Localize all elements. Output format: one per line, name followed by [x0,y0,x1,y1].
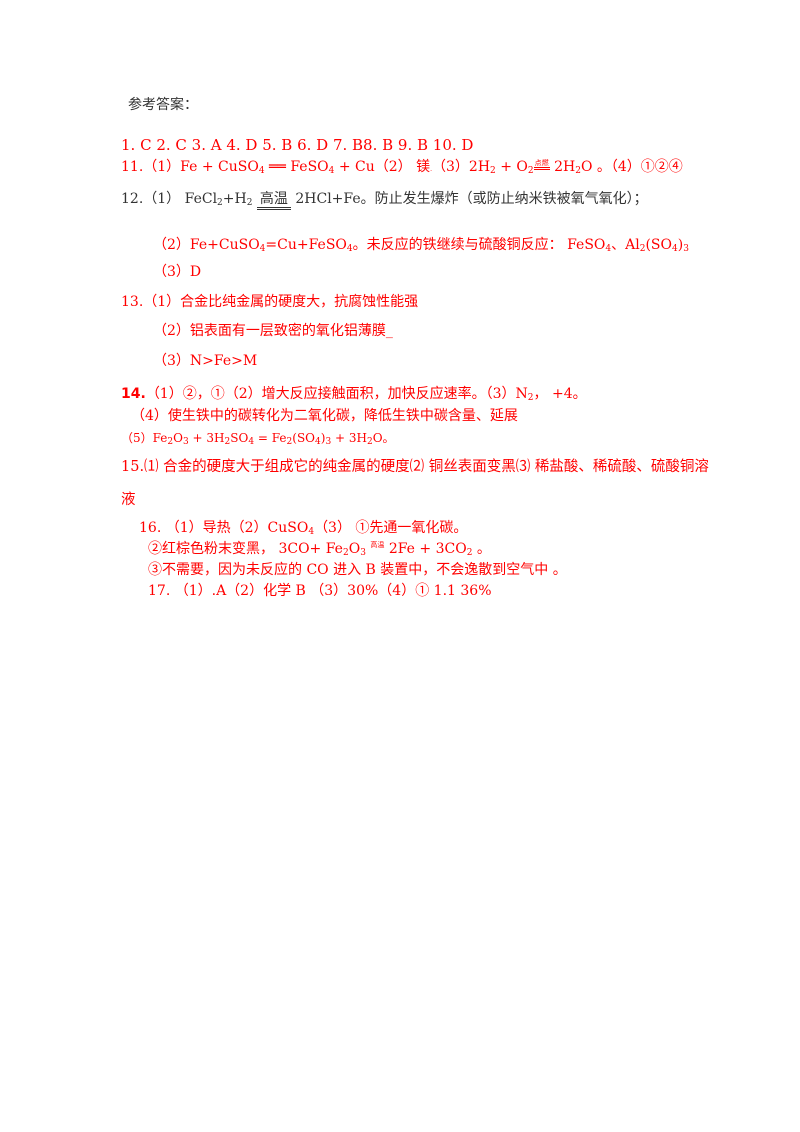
answer-12-part1: 12.（1） FeCl2+H2 高温 2HCl+Fe。防止发生爆炸（或防止纳米铁… [121,191,648,210]
answer-16-part2: ②红棕色粉末变黑， 3CO+ Fe2O3 高温 2Fe + 3CO2 。 [148,541,491,558]
answer-15-part1: 15.⑴ 合金的硬度大于组成它的纯金属的硬度⑵ 铜丝表面变黑⑶ 稀盐酸、稀硫酸、… [121,459,709,475]
answer-15-part2: 液 [121,492,136,508]
answer-13-part3: （3）N>Fe>M [153,353,258,369]
reaction-condition-high-temp: 高温 [370,541,385,549]
answer-12-part3: （3）D [153,264,202,280]
answer-16-part3: ③不需要，因为未反应的 CO 进入 B 装置中，不会逸散到空气中 。 [148,562,567,578]
answer-14-part1: 14.（1）②，①（2）增大反应接触面积，加快反应速率。（3）N2， +4。 [121,386,587,403]
answer-13-part2: （2）铝表面有一层致密的氧化铝薄膜_ [153,323,393,339]
answer-14-part3: （5）Fe2O3 + 3H2SO4 = Fe2(SO4)3 + 3H2O。 [121,431,395,447]
reaction-condition-high-temp: 高温 [256,191,291,210]
reaction-condition-ignite: 点燃 [533,159,550,170]
answer-16-part1: 16. （1）导热（2）CuSO4（3） ①先通一氧化碳。 [139,520,468,537]
answer-17: 17. （1）.A（2）化学 B （3）30%（4）① 1.1 36% [148,583,492,599]
answer-11: 11.（1）Fe + CuSO4 ══ FeSO4 + Cu（2） 镁.（3）2… [121,159,683,176]
answers-1-10: 1. C 2. C 3. A 4. D 5. B 6. D 7. B8. B 9… [121,136,474,154]
answer-12-part2: （2）Fe+CuSO4=Cu+FeSO4。未反应的铁继续与硫酸铜反应： FeSO… [153,237,689,254]
answer-14-part2: （4）使生铁中的碳转化为二氧化碳，降低生铁中碳含量、延展 [131,408,518,424]
answer-13-part1: 13.（1）合金比纯金属的硬度大，抗腐蚀性能强 [121,294,419,310]
answer-title: 参考答案： [128,97,198,113]
